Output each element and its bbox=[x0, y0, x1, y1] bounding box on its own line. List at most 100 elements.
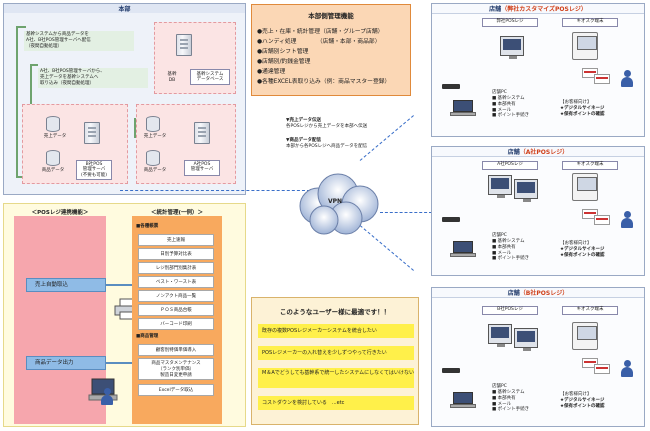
store-name: 店舗 bbox=[507, 290, 520, 297]
store-panel-3: 店舗（B社POSレジ） B社POSレジ キオスク端末 店舗PC ■ 基幹システム… bbox=[431, 287, 645, 427]
function-item: ●ハンディ処理 （店舗・本部・商品部） bbox=[257, 39, 381, 45]
store-title-3: 店舗（B社POSレジ） bbox=[432, 288, 644, 298]
store-panel-1: 店舗（弊社カスタマイズPOSレジ） 弊社POSレジ キオスク端末 店舗PC ■ … bbox=[431, 3, 645, 137]
pc-item: ■ メール bbox=[492, 107, 512, 113]
user-case: M＆Aでどうしても基幹系で統一したシステムにしなくてはいけない bbox=[258, 368, 414, 388]
function-item: ●店舗別シフト管理 bbox=[257, 49, 309, 55]
kiosk-icon bbox=[572, 32, 598, 60]
pc-item: ■ ポイント手続き bbox=[492, 407, 530, 413]
stats-section-products: ■商品管理 bbox=[136, 334, 159, 339]
sales-flow-title: ▼売上データ伝送 bbox=[286, 118, 321, 123]
user-case: コストダウンを検討している ...etc bbox=[258, 396, 414, 410]
product-flow-desc: 本部から各POSレジへ商品データを配信 bbox=[286, 143, 368, 149]
point-card-icon bbox=[594, 74, 610, 84]
report-item: ベスト・ワースト表 bbox=[138, 276, 214, 288]
function-item: ●通達管理 bbox=[257, 69, 286, 75]
store-pc-info: 店舗PC ■ 基幹システム ■ 本部共有 ■ メール ■ ポイント手続き bbox=[492, 384, 529, 413]
sales-flow-desc: 各POSレジから売上データを本部へ伝送 bbox=[286, 123, 368, 129]
link-hq-vpn bbox=[120, 190, 310, 191]
store-name: 店舗 bbox=[507, 149, 520, 156]
pos-import-note: A社、B社POS管理サーバから、 売上データを基幹システムへ 取り込み（夜間自動… bbox=[38, 68, 148, 88]
arrow-import bbox=[106, 284, 136, 286]
b-sales-db-icon bbox=[46, 116, 60, 132]
core-server-label: 基幹 DB bbox=[167, 72, 177, 83]
customer-info: 【お客様向け】 ★デジタルサイネージ ★保有ポイントの確認 bbox=[560, 392, 605, 410]
network-switch-icon bbox=[442, 217, 460, 222]
b-server-icon bbox=[84, 122, 100, 144]
store-pc-icon bbox=[450, 100, 476, 118]
pos-register-icon bbox=[488, 324, 512, 347]
pc-title: 店舗PC bbox=[492, 384, 507, 389]
kiosk-icon bbox=[572, 173, 598, 201]
pos-link-title: ＜POSレジ連携機能＞ bbox=[31, 210, 89, 216]
cust-title: 【お客様向け】 bbox=[560, 100, 592, 105]
pos-register-icon bbox=[514, 179, 538, 202]
pc-item: ■ メール bbox=[492, 401, 512, 407]
a-products-label: 商品データ bbox=[143, 168, 167, 173]
user-case: POSレジメーカーの入れ替えを少しずつやって行きたい bbox=[258, 346, 414, 360]
store-panel-2: 店舗（A社POSレジ） A社POSレジ キオスク端末 店舗PC ■ 基幹システム… bbox=[431, 146, 645, 276]
flow-line bbox=[30, 64, 38, 66]
flow-line bbox=[16, 26, 18, 176]
pc-item: ■ ポイント手続き bbox=[492, 113, 530, 119]
sales-flow-note: ▼売上データ伝送 各POSレジから売上データを本部へ伝送 bbox=[286, 118, 416, 130]
function-item: ●売上・在庫・統計管理（店舗・グループ店舗） bbox=[257, 29, 384, 35]
point-card-icon bbox=[594, 364, 610, 374]
report-item: バーコード印刷 bbox=[138, 318, 214, 330]
functions-list: ●売上・在庫・統計管理（店舗・グループ店舗） ●ハンディ処理 （店舗・本部・商品… bbox=[257, 27, 390, 87]
report-item: ノンアクト商品一覧 bbox=[138, 290, 214, 302]
pc-item: ■ 基幹システム bbox=[492, 238, 525, 244]
store-name: 店舗 bbox=[489, 6, 502, 13]
flow-line bbox=[134, 118, 136, 138]
cust-item: ★保有ポイントの確認 bbox=[560, 252, 605, 258]
customer-info: 【お客様向け】 ★デジタルサイネージ ★保有ポイントの確認 bbox=[560, 241, 605, 259]
stats-section-reports: ■各種帳票 bbox=[136, 224, 159, 229]
customer-icon bbox=[620, 211, 634, 229]
point-card-icon bbox=[594, 215, 610, 225]
kiosk-label: キオスク端末 bbox=[562, 161, 618, 170]
report-item: レジ別部門別集計表 bbox=[138, 262, 214, 274]
stats-title: ＜統計管理(一例）＞ bbox=[150, 210, 203, 216]
report-item: 日別予算対比表 bbox=[138, 248, 214, 260]
pos-register-icon bbox=[514, 328, 538, 351]
a-server-icon bbox=[194, 122, 210, 144]
pc-item: ■ 基幹システム bbox=[492, 389, 525, 395]
a-server-label: A社POS 管理サーバ bbox=[184, 160, 220, 176]
core-server-icon bbox=[176, 34, 192, 56]
pos-label: 弊社POSレジ bbox=[482, 18, 538, 27]
cust-item: ★保有ポイントの確認 bbox=[560, 403, 605, 409]
cust-title: 【お客様向け】 bbox=[560, 392, 592, 397]
hq-panel: 本部 基幹システムから商品データを A社、B社POS管理サーバへ配信 （夜間自動… bbox=[3, 3, 246, 195]
pc-item: ■ メール bbox=[492, 250, 512, 256]
product-flow-title: ▼商品データ配信 bbox=[286, 138, 321, 143]
link-vpn-store2 bbox=[380, 212, 432, 213]
flow-line bbox=[16, 26, 26, 28]
network-switch-icon bbox=[442, 368, 460, 373]
pos-monitor-icon bbox=[500, 36, 524, 59]
a-sales-db-icon bbox=[146, 116, 160, 132]
cust-item: ★保有ポイントの確認 bbox=[560, 111, 605, 117]
pos-register-icon bbox=[488, 175, 512, 198]
b-products-label: 商品データ bbox=[41, 168, 65, 173]
cust-title: 【お客様向け】 bbox=[560, 241, 592, 246]
store-title-1: 店舗（弊社カスタマイズPOSレジ） bbox=[432, 4, 644, 14]
functions-box: 本部側管理機能 ●売上・在庫・統計管理（店舗・グループ店舗） ●ハンディ処理 （… bbox=[251, 4, 411, 96]
functions-title: 本部側管理機能 bbox=[308, 12, 354, 20]
store-sub: （A社POSレジ） bbox=[519, 149, 569, 156]
network-switch-icon bbox=[442, 84, 460, 89]
core-system-label: 基幹システム データベース bbox=[190, 69, 230, 85]
report-item: ＰＯＳ商品台帳 bbox=[138, 304, 214, 316]
product-mgmt-item: Excelデータ取込 bbox=[138, 384, 214, 396]
pc-item: ■ 本部共有 bbox=[492, 395, 516, 401]
kiosk-label: キオスク端末 bbox=[562, 306, 618, 315]
point-card-icon bbox=[582, 358, 598, 368]
sales-import-label: 売上自動取込 bbox=[26, 278, 106, 292]
store-sub: （B社POSレジ） bbox=[519, 290, 569, 297]
product-flow-note: ▼商品データ配信 本部から各POSレジへ商品データを配信 bbox=[286, 138, 416, 150]
function-item: ●店舗別/釣銭金管理 bbox=[257, 59, 311, 65]
pc-item: ■ 本部共有 bbox=[492, 244, 516, 250]
cust-item: ★デジタルサイネージ bbox=[560, 105, 605, 111]
vpn-label: VPN bbox=[328, 198, 343, 205]
store-pc-info: 店舗PC ■ 基幹システム ■ 本部共有 ■ メール ■ ポイント手続き bbox=[492, 233, 529, 262]
customer-info: 【お客様向け】 ★デジタルサイネージ ★保有ポイントの確認 bbox=[560, 100, 605, 118]
